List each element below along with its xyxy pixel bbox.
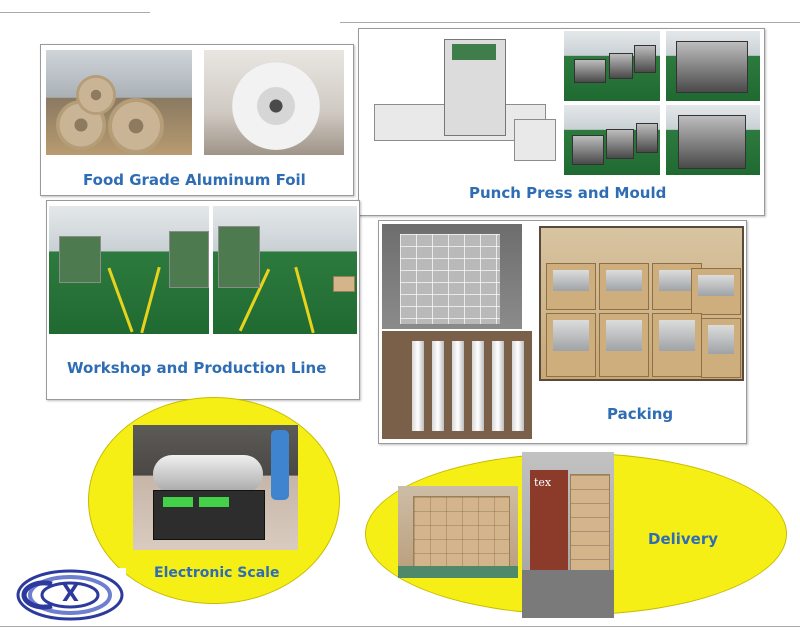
carton-image: [546, 263, 596, 310]
carton-image: [333, 276, 355, 292]
road-image: [522, 570, 614, 618]
scale-display-image: [199, 497, 229, 507]
mould-image: [574, 59, 606, 83]
mould-image: [636, 123, 658, 153]
packing-boxes-photo: [539, 226, 744, 381]
foil-roll-image: [492, 341, 504, 431]
foil-caption: Food Grade Aluminum Foil: [83, 171, 306, 189]
foil-roll-image: [512, 341, 524, 431]
company-logo: X: [14, 568, 126, 622]
carton-image: [570, 474, 610, 572]
foil-roll-image: [153, 455, 263, 493]
packing-trays-photo: [382, 224, 522, 329]
packing-caption: Packing: [607, 405, 674, 423]
floor-image: [398, 566, 518, 578]
carton-image: [701, 318, 741, 378]
workshop-photo-2: [213, 206, 357, 334]
foil-roll-image: [452, 341, 464, 431]
press-caption: Punch Press and Mould: [469, 184, 667, 202]
foil-panel: Food Grade Aluminum Foil: [40, 44, 354, 196]
mould-image: [609, 53, 633, 79]
trays-image: [400, 234, 500, 324]
mould-image: [606, 129, 634, 159]
logo-letter: X: [62, 582, 79, 607]
scale-caption: Electronic Scale: [154, 565, 280, 581]
bottle-image: [271, 430, 289, 500]
mould-image: [676, 41, 748, 93]
foil-roll-image: [108, 98, 164, 154]
workshop-caption: Workshop and Production Line: [67, 359, 327, 377]
delivery-stock-photo: [398, 486, 518, 578]
press-sign-image: [452, 44, 496, 60]
carton-image: [599, 263, 649, 310]
foil-closeup-photo: [204, 50, 344, 155]
scale-photo: [133, 425, 298, 550]
press-machine-photo: [364, 34, 556, 174]
mould-photo-4: [666, 105, 760, 175]
scale-display-image: [163, 497, 193, 507]
foil-roll-image: [432, 341, 444, 431]
foil-roll-image: [232, 62, 320, 150]
press-image: [218, 226, 260, 288]
floor-line: [294, 266, 315, 334]
mould-photo-1: [564, 31, 660, 101]
packing-panel: Packing: [378, 220, 747, 444]
carton-image: [652, 313, 702, 377]
press-table-image: [514, 119, 556, 161]
top-right-divider: [340, 22, 800, 23]
delivery-caption: Delivery: [648, 530, 719, 548]
press-image: [59, 236, 101, 283]
mould-photo-2: [666, 31, 760, 101]
press-image: [169, 231, 209, 288]
container-door-image: [530, 470, 568, 570]
top-divider: [0, 12, 150, 13]
foil-warehouse-photo: [46, 50, 192, 155]
mould-photo-3: [564, 105, 660, 175]
floor-line: [107, 267, 134, 333]
floor-line: [140, 266, 161, 334]
foil-roll-image: [472, 341, 484, 431]
workshop-panel: Workshop and Production Line: [46, 200, 360, 400]
mould-image: [634, 45, 656, 73]
truck-label: tex: [534, 476, 552, 489]
mould-image: [678, 115, 746, 169]
carton-image: [691, 268, 741, 315]
foil-roll-image: [76, 75, 116, 115]
foil-roll-image: [412, 341, 424, 431]
mould-image: [572, 135, 604, 165]
carton-image: [413, 496, 510, 573]
workshop-photo-1: [49, 206, 209, 334]
packing-rolls-photo: [382, 331, 532, 439]
delivery-truck-photo: tex: [522, 452, 614, 618]
carton-image: [546, 313, 596, 377]
bottom-divider: [0, 626, 800, 627]
logo-mark-icon: [14, 568, 126, 622]
press-panel: Punch Press and Mould: [358, 28, 765, 216]
carton-image: [599, 313, 649, 377]
